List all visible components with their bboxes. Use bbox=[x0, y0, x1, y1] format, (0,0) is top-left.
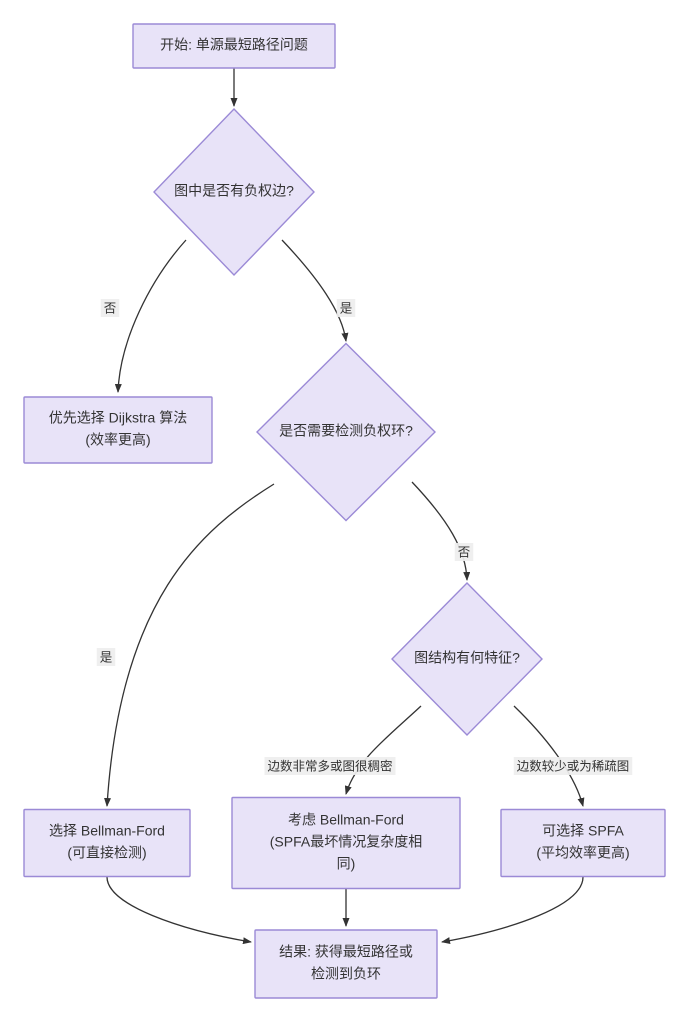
edge-label-background bbox=[513, 757, 633, 775]
edge-label-background bbox=[100, 299, 120, 317]
node-shape-diamond bbox=[153, 107, 315, 277]
edge-d2-to-bellman_left bbox=[104, 483, 275, 807]
node-shape-rect bbox=[132, 23, 336, 69]
node-label-bellman_left-line1: 选择 Bellman-Ford bbox=[49, 823, 165, 839]
edge-d3-to-spfa bbox=[513, 705, 585, 807]
node-shape-rect bbox=[254, 929, 438, 999]
node-shape-rect bbox=[500, 808, 666, 878]
edge-label-d1-to-dijkstra: 否 bbox=[100, 299, 120, 317]
node-shape-rect bbox=[231, 796, 461, 890]
edge-label-background bbox=[96, 648, 116, 666]
node-shape-diamond bbox=[256, 342, 436, 522]
edge-label-background bbox=[454, 543, 474, 561]
edge-label-background bbox=[336, 299, 356, 317]
edge-label-d3-to-spfa: 边数较少或为稀疏图 bbox=[513, 757, 633, 775]
node-bellman_left[interactable]: 选择 Bellman-Ford (可直接检测) bbox=[23, 808, 191, 878]
node-label-d3-line1: 图结构有何特征? bbox=[414, 650, 520, 666]
node-d1[interactable]: 图中是否有负权边? bbox=[153, 107, 315, 277]
node-start[interactable]: 开始: 单源最短路径问题 bbox=[132, 23, 336, 69]
edge-label-text: 是 bbox=[340, 301, 353, 315]
edges-layer bbox=[104, 68, 585, 945]
edge-label-text: 否 bbox=[458, 545, 471, 559]
node-label-result-line2: 检测到负环 bbox=[311, 966, 381, 982]
node-dijkstra[interactable]: 优先选择 Dijkstra 算法 (效率更高) bbox=[23, 396, 213, 464]
node-label-spfa-line2: (平均效率更高) bbox=[536, 845, 629, 861]
node-label-bellman_mid-line1: 考虑 Bellman-Ford bbox=[288, 812, 404, 828]
node-shape-rect bbox=[23, 396, 213, 464]
node-label-bellman_mid-line3: 同) bbox=[337, 856, 356, 872]
node-shape-rect bbox=[23, 808, 191, 878]
edge-label-d2-to-bellman_left: 是 bbox=[96, 648, 116, 666]
edge-d2-to-d3 bbox=[411, 481, 471, 581]
edge-labels-layer: 否是是否边数非常多或图很稠密边数较少或为稀疏图 bbox=[96, 299, 633, 775]
node-d3[interactable]: 图结构有何特征? bbox=[391, 582, 543, 736]
node-label-bellman_left-line2: (可直接检测) bbox=[67, 845, 146, 861]
edge-label-background bbox=[264, 757, 396, 775]
edge-label-d1-to-d2: 是 bbox=[336, 299, 356, 317]
edge-label-d3-to-bellman_mid: 边数非常多或图很稠密 bbox=[264, 757, 396, 775]
edge-d1-to-dijkstra bbox=[114, 239, 187, 393]
node-label-result-line1: 结果: 获得最短路径或 bbox=[279, 944, 413, 960]
edge-label-d2-to-d3: 否 bbox=[454, 543, 474, 561]
edge-label-text: 边数非常多或图很稠密 bbox=[267, 758, 392, 773]
edge-bellman_left-to-result bbox=[106, 876, 252, 945]
edge-spfa-to-result bbox=[441, 876, 584, 945]
edge-label-text: 是 bbox=[100, 650, 113, 664]
node-label-dijkstra-line2: (效率更高) bbox=[85, 432, 150, 448]
edge-d1-to-d2 bbox=[281, 239, 349, 342]
node-d2[interactable]: 是否需要检测负权环? bbox=[256, 342, 436, 522]
edge-d3-to-bellman_mid bbox=[344, 705, 422, 795]
node-label-d1-line1: 图中是否有负权边? bbox=[174, 183, 294, 199]
node-label-bellman_mid-line2: (SPFA最坏情况复杂度相 bbox=[270, 834, 422, 850]
edge-label-text: 否 bbox=[104, 301, 117, 315]
node-label-start-line1: 开始: 单源最短路径问题 bbox=[160, 37, 308, 53]
edge-label-text: 边数较少或为稀疏图 bbox=[517, 758, 630, 773]
node-label-dijkstra-line1: 优先选择 Dijkstra 算法 bbox=[49, 410, 187, 426]
node-label-spfa-line1: 可选择 SPFA bbox=[542, 823, 624, 839]
node-label-d2-line1: 是否需要检测负权环? bbox=[279, 423, 413, 439]
node-shape-diamond bbox=[391, 582, 543, 736]
node-spfa[interactable]: 可选择 SPFA (平均效率更高) bbox=[500, 808, 666, 878]
